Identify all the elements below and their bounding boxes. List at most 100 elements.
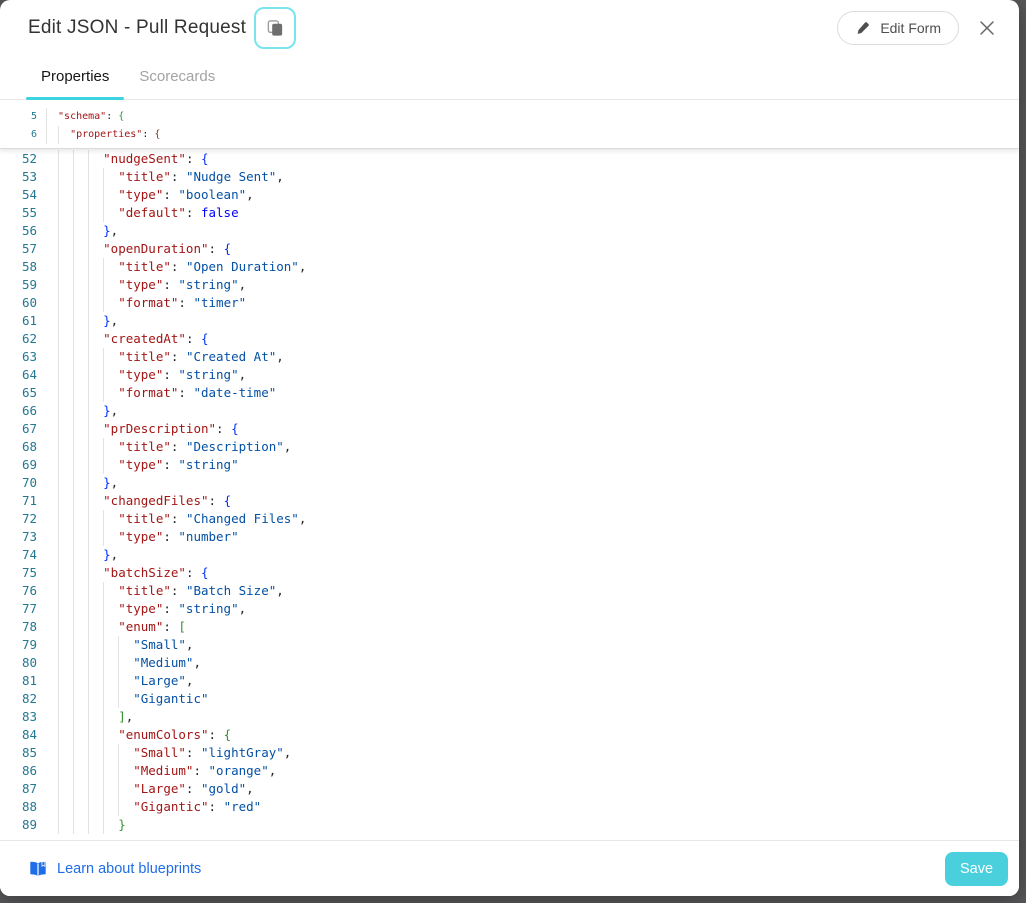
line-number: 85: [21, 745, 37, 760]
indent-guide: [73, 528, 88, 546]
edit-form-label: Edit Form: [880, 20, 941, 36]
indent-guide: [88, 276, 103, 294]
indent-guide: [58, 474, 73, 492]
code-line: 71"changedFiles": {: [0, 492, 1019, 510]
indent-guide: [58, 438, 73, 456]
indent-guide: [103, 690, 118, 708]
line-number: 67: [21, 421, 37, 436]
indent-guide: [103, 816, 118, 834]
line-number: 75: [21, 565, 37, 580]
indent-guide: [73, 348, 88, 366]
code-line: 81"Large",: [0, 672, 1019, 690]
indent-guide: [88, 726, 103, 744]
indent-guide: [58, 294, 73, 312]
line-number: 65: [21, 385, 37, 400]
indent-guide: [118, 798, 133, 816]
line-number: 66: [21, 403, 37, 418]
indent-guide: [58, 126, 70, 144]
indent-guide: [88, 150, 103, 168]
indent-guide: [58, 258, 73, 276]
indent-guide: [73, 402, 88, 420]
indent-guide: [88, 240, 103, 258]
indent-guide: [58, 780, 73, 798]
code-line: 85"Small": "lightGray",: [0, 744, 1019, 762]
indent-guide: [103, 762, 118, 780]
copy-icon: [266, 19, 285, 38]
pencil-icon: [855, 20, 871, 36]
code-line: 63"title": "Created At",: [0, 348, 1019, 366]
line-number: 59: [21, 277, 37, 292]
line-number: 52: [21, 151, 37, 166]
code-line: 72"title": "Changed Files",: [0, 510, 1019, 528]
indent-guide: [58, 222, 73, 240]
code-line: 5"schema": {: [0, 108, 1019, 126]
code-line: 59"type": "string",: [0, 276, 1019, 294]
copy-button[interactable]: [254, 7, 297, 49]
indent-guide: [58, 276, 73, 294]
line-number: 55: [21, 205, 37, 220]
indent-guide: [103, 294, 118, 312]
indent-guide: [46, 108, 58, 126]
indent-guide: [103, 528, 118, 546]
indent-guide: [73, 564, 88, 582]
edit-form-button[interactable]: Edit Form: [837, 11, 959, 45]
editor-code-lines: 52"nudgeSent": {53"title": "Nudge Sent",…: [0, 150, 1019, 834]
indent-guide: [58, 744, 73, 762]
save-button[interactable]: Save: [945, 851, 1008, 886]
indent-guide: [103, 258, 118, 276]
line-number: 63: [21, 349, 37, 364]
indent-guide: [88, 510, 103, 528]
book-icon: [28, 859, 48, 879]
learn-about-blueprints-link[interactable]: Learn about blueprints: [28, 859, 201, 879]
line-number: 84: [21, 727, 37, 742]
indent-guide: [58, 204, 73, 222]
indent-guide: [118, 636, 133, 654]
indent-guide: [73, 240, 88, 258]
code-line: 66},: [0, 402, 1019, 420]
code-line: 54"type": "boolean",: [0, 186, 1019, 204]
indent-guide: [58, 402, 73, 420]
indent-guide: [88, 330, 103, 348]
code-line: 87"Large": "gold",: [0, 780, 1019, 798]
line-number: 54: [21, 187, 37, 202]
tab-properties[interactable]: Properties: [26, 58, 125, 100]
code-line: 86"Medium": "orange",: [0, 762, 1019, 780]
indent-guide: [58, 798, 73, 816]
indent-guide: [58, 546, 73, 564]
indent-guide: [58, 186, 73, 204]
code-line: 75"batchSize": {: [0, 564, 1019, 582]
indent-guide: [73, 780, 88, 798]
indent-guide: [88, 420, 103, 438]
indent-guide: [73, 384, 88, 402]
indent-guide: [73, 492, 88, 510]
indent-guide: [103, 384, 118, 402]
line-number: 76: [21, 583, 37, 598]
code-line: 89}: [0, 816, 1019, 834]
indent-guide: [58, 528, 73, 546]
indent-guide: [88, 312, 103, 330]
line-number: 69: [21, 457, 37, 472]
line-number: 71: [21, 493, 37, 508]
indent-guide: [88, 168, 103, 186]
indent-guide: [73, 600, 88, 618]
code-line: 61},: [0, 312, 1019, 330]
json-code-editor[interactable]: 52"nudgeSent": {53"title": "Nudge Sent",…: [0, 100, 1019, 840]
tab-scorecards[interactable]: Scorecards: [124, 58, 230, 99]
code-line: 70},: [0, 474, 1019, 492]
indent-guide: [103, 726, 118, 744]
line-number: 78: [21, 619, 37, 634]
indent-guide: [103, 510, 118, 528]
close-icon: [978, 19, 996, 37]
indent-guide: [73, 618, 88, 636]
indent-guide: [58, 150, 73, 168]
indent-guide: [88, 654, 103, 672]
line-number: 72: [21, 511, 37, 526]
close-button[interactable]: [973, 14, 1001, 42]
indent-guide: [58, 690, 73, 708]
indent-guide: [88, 294, 103, 312]
line-number: 89: [21, 817, 37, 832]
line-number: 74: [21, 547, 37, 562]
indent-guide: [103, 618, 118, 636]
code-line: 60"format": "timer": [0, 294, 1019, 312]
code-line: 79"Small",: [0, 636, 1019, 654]
